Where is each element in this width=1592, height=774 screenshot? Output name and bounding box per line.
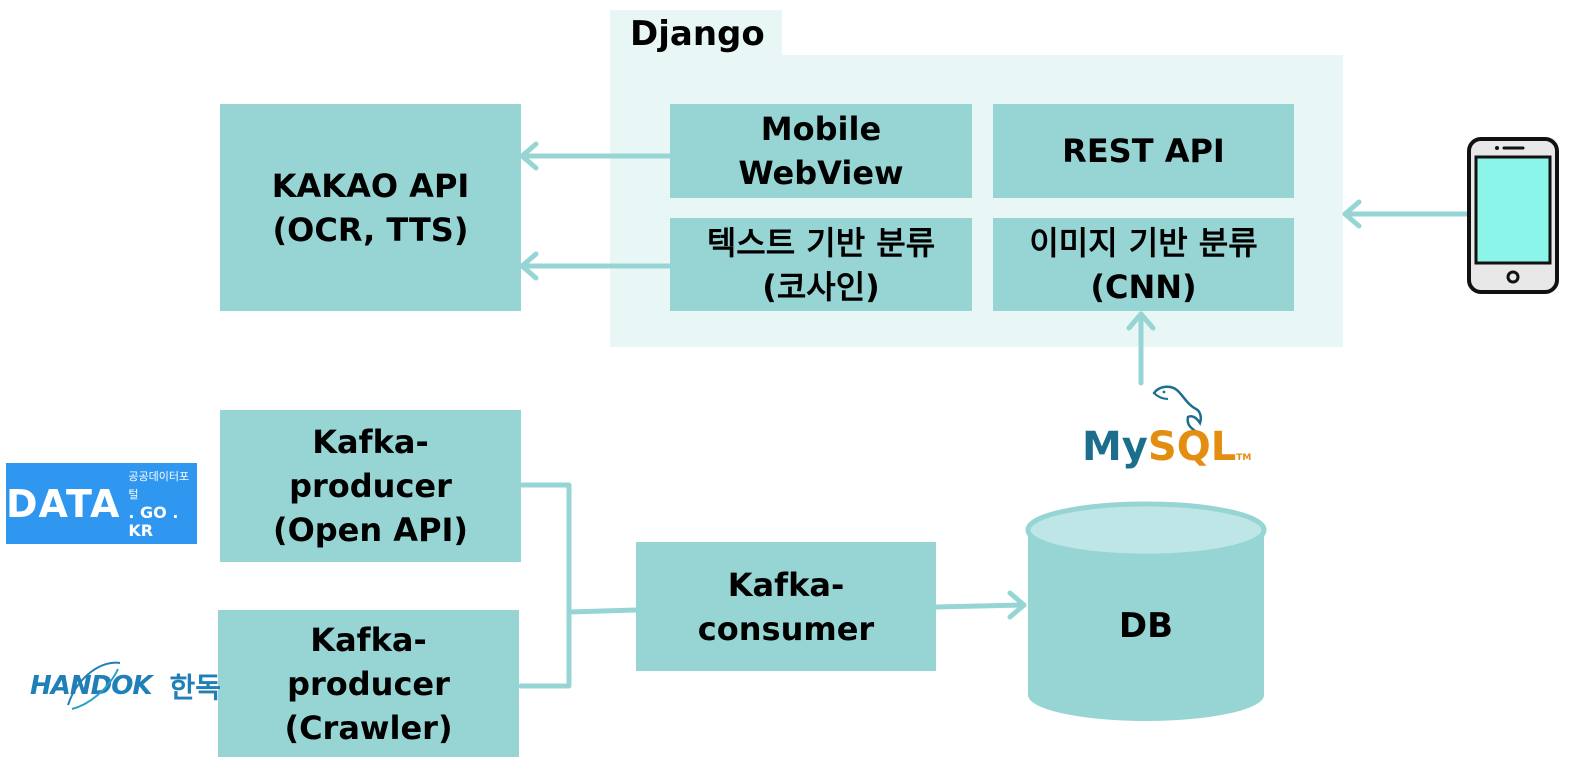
mysql-logo-my: My	[1082, 424, 1148, 470]
smartphone-icon	[1467, 137, 1559, 294]
arrowhead-django	[1342, 199, 1362, 229]
line-to-consumer	[566, 607, 639, 615]
db-label: DB	[1118, 606, 1174, 646]
producer-openapi-label: Kafka- producer (Open API)	[272, 423, 469, 549]
mobile-webview-box: Mobile WebView	[670, 104, 972, 198]
handok-logo-korean: 한독	[169, 671, 222, 704]
producer-crawler-box: Kafka- producer (Crawler)	[218, 610, 519, 757]
mysql-logo: MySQLTM	[1082, 424, 1251, 470]
consumer-box: Kafka- consumer	[636, 542, 936, 671]
handok-logo: HANDOK 한독	[30, 664, 221, 708]
mysql-logo-tm: TM	[1236, 453, 1252, 463]
text-classify-label: 텍스트 기반 분류 (코사인)	[706, 223, 936, 306]
kakao-api-label: KAKAO API (OCR, TTS)	[271, 166, 470, 249]
arrow-consumer-to-db	[933, 602, 1027, 610]
dolphin-icon	[1152, 385, 1203, 435]
data-logo-korean: 공공데이터포털	[128, 469, 190, 501]
handok-swoosh-icon	[67, 661, 121, 710]
mobile-webview-label: Mobile WebView	[738, 110, 904, 192]
arrowhead-cnn	[1126, 311, 1156, 331]
text-classify-box: 텍스트 기반 분류 (코사인)	[670, 218, 972, 311]
data-go-kr-logo: DATA 공공데이터포털 . GO . KR	[6, 463, 197, 544]
rest-api-label: REST API	[1062, 132, 1225, 170]
kakao-api-box: KAKAO API (OCR, TTS)	[220, 104, 521, 311]
image-classify-label: 이미지 기반 분류 (CNN)	[1029, 223, 1258, 306]
handok-logo-english: HANDOK	[30, 671, 152, 701]
producer-openapi-box: Kafka- producer (Open API)	[220, 410, 521, 562]
rest-api-box: REST API	[993, 104, 1294, 198]
arrowhead-kakao-2	[519, 251, 539, 281]
arrowhead-kakao-1	[519, 141, 539, 171]
mysql-logo-sql: SQL	[1147, 424, 1237, 470]
consumer-label: Kafka- consumer	[697, 565, 875, 648]
image-classify-box: 이미지 기반 분류 (CNN)	[993, 218, 1294, 311]
producer-crawler-label: Kafka- producer (Crawler)	[284, 620, 453, 747]
data-logo-main: DATA	[6, 481, 121, 526]
django-label: Django	[630, 14, 765, 54]
producer-bracket	[518, 482, 572, 689]
django-panel-tab	[610, 10, 782, 60]
arrowhead-db	[1007, 590, 1027, 620]
db-cylinder	[1025, 501, 1267, 721]
data-logo-domain: . GO . KR	[128, 502, 179, 540]
